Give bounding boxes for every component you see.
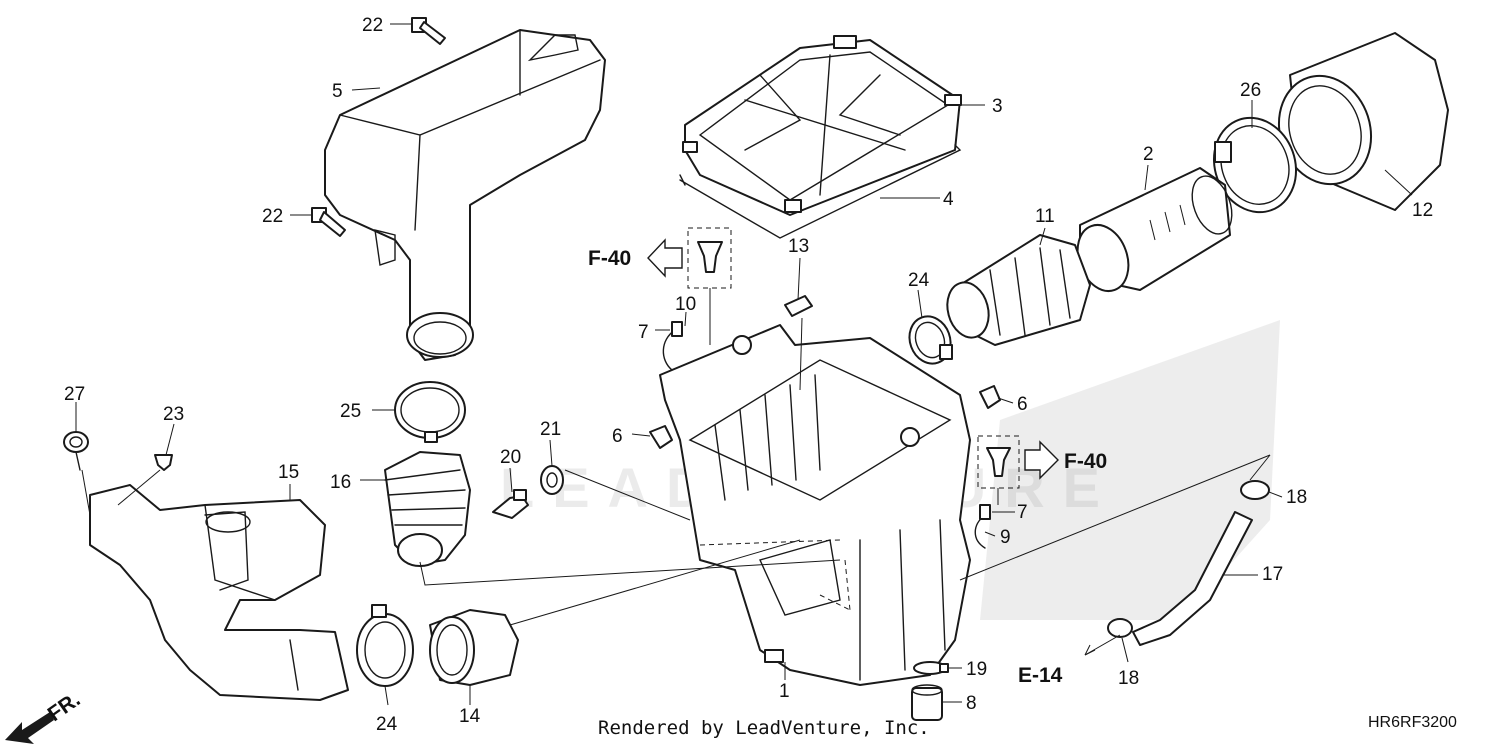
part-22-bolt-upper[interactable]: [411, 17, 446, 45]
callout-10: 10: [675, 294, 696, 315]
part-12-outer-filter[interactable]: [1265, 32, 1449, 211]
callout-7-right: 7: [1017, 502, 1028, 523]
part-27-clamp[interactable]: [63, 431, 89, 471]
callout-14: 14: [459, 706, 481, 727]
part-4-cover-seal[interactable]: [679, 144, 962, 239]
part-18-clip-lower[interactable]: [1107, 618, 1133, 638]
callout-18-lower: 18: [1118, 668, 1139, 689]
diagram-code: HR6RF3200: [1368, 714, 1457, 731]
part-24-hose-clamp-lower[interactable]: [356, 604, 414, 687]
push-clip-upper[interactable]: [687, 227, 732, 345]
callout-1: 1: [779, 681, 790, 702]
callout-26: 26: [1240, 80, 1261, 101]
part-10-pin[interactable]: [671, 321, 683, 337]
part-1-air-cleaner-case[interactable]: [659, 324, 971, 686]
callout-12: 12: [1412, 200, 1433, 221]
callout-18-upper: 18: [1286, 487, 1307, 508]
brand-watermark-icon: [980, 320, 1280, 620]
part-16-intake-boot[interactable]: [384, 451, 471, 567]
ref-f40-right: F-40: [1064, 450, 1107, 473]
callout-13: 13: [788, 236, 809, 257]
part-24-hose-clamp-upper[interactable]: [903, 311, 957, 370]
callout-24-upper: 24: [908, 270, 930, 291]
callout-15: 15: [278, 462, 299, 483]
push-clip-lower[interactable]: [977, 435, 1020, 505]
callout-6-right: 6: [1017, 394, 1028, 415]
part-21-grommet[interactable]: [540, 465, 564, 495]
part-6-clip-right[interactable]: [979, 385, 1001, 409]
front-arrow-icon: [5, 712, 54, 744]
callout-19: 19: [966, 659, 987, 680]
callout-11: 11: [1035, 206, 1055, 227]
ref-arrow-left-icon: [647, 238, 683, 278]
part-14-joint[interactable]: [429, 609, 519, 686]
footer-credit: Rendered by LeadVenture, Inc.: [598, 717, 930, 739]
part-19-clip[interactable]: [913, 661, 949, 675]
callout-7-left: 7: [638, 322, 649, 343]
callout-20: 20: [500, 447, 521, 468]
callout-5: 5: [332, 81, 343, 102]
part-18-clip-upper[interactable]: [1240, 480, 1270, 500]
callout-4: 4: [943, 189, 954, 210]
part-2-filter-element[interactable]: [1069, 167, 1239, 298]
part-25-band-clamp[interactable]: [394, 381, 466, 443]
callout-16: 16: [330, 472, 351, 493]
callout-8: 8: [966, 693, 977, 714]
callout-23: 23: [163, 404, 184, 425]
leader-lines: [75, 23, 1413, 706]
part-3-air-cleaner-cover[interactable]: [682, 35, 962, 216]
callout-27: 27: [64, 384, 85, 405]
callout-labels: 22 5 22 3 4 2 26 12 11 24 13 10 7 6 6 7 …: [64, 15, 1433, 735]
part-6-clip-left[interactable]: [649, 425, 673, 449]
ref-e14: E-14: [1018, 664, 1063, 687]
callout-21: 21: [540, 419, 561, 440]
callout-17: 17: [1262, 564, 1283, 585]
part-20-sensor[interactable]: [492, 489, 529, 519]
callout-2: 2: [1143, 144, 1154, 165]
part-5-intake-duct[interactable]: [324, 29, 606, 361]
ref-f40-left: F-40: [588, 247, 631, 270]
part-15-lower-duct[interactable]: [89, 484, 349, 701]
part-9-pin[interactable]: [979, 504, 991, 520]
ref-arrow-right-icon: [1024, 440, 1059, 480]
part-11-connecting-tube[interactable]: [941, 234, 1091, 346]
callout-24-lower: 24: [376, 714, 398, 735]
part-22-bolt-lower[interactable]: [311, 207, 346, 237]
callout-22-upper: 22: [362, 15, 383, 36]
part-17-drain-hose[interactable]: [1132, 511, 1253, 646]
part-8-drain-tube[interactable]: [911, 684, 943, 721]
callout-6-left: 6: [612, 426, 623, 447]
callout-22-lower: 22: [262, 206, 283, 227]
callout-3: 3: [992, 96, 1003, 117]
callout-25: 25: [340, 401, 361, 422]
part-23-clip[interactable]: [154, 454, 173, 471]
callout-9: 9: [1000, 527, 1011, 548]
